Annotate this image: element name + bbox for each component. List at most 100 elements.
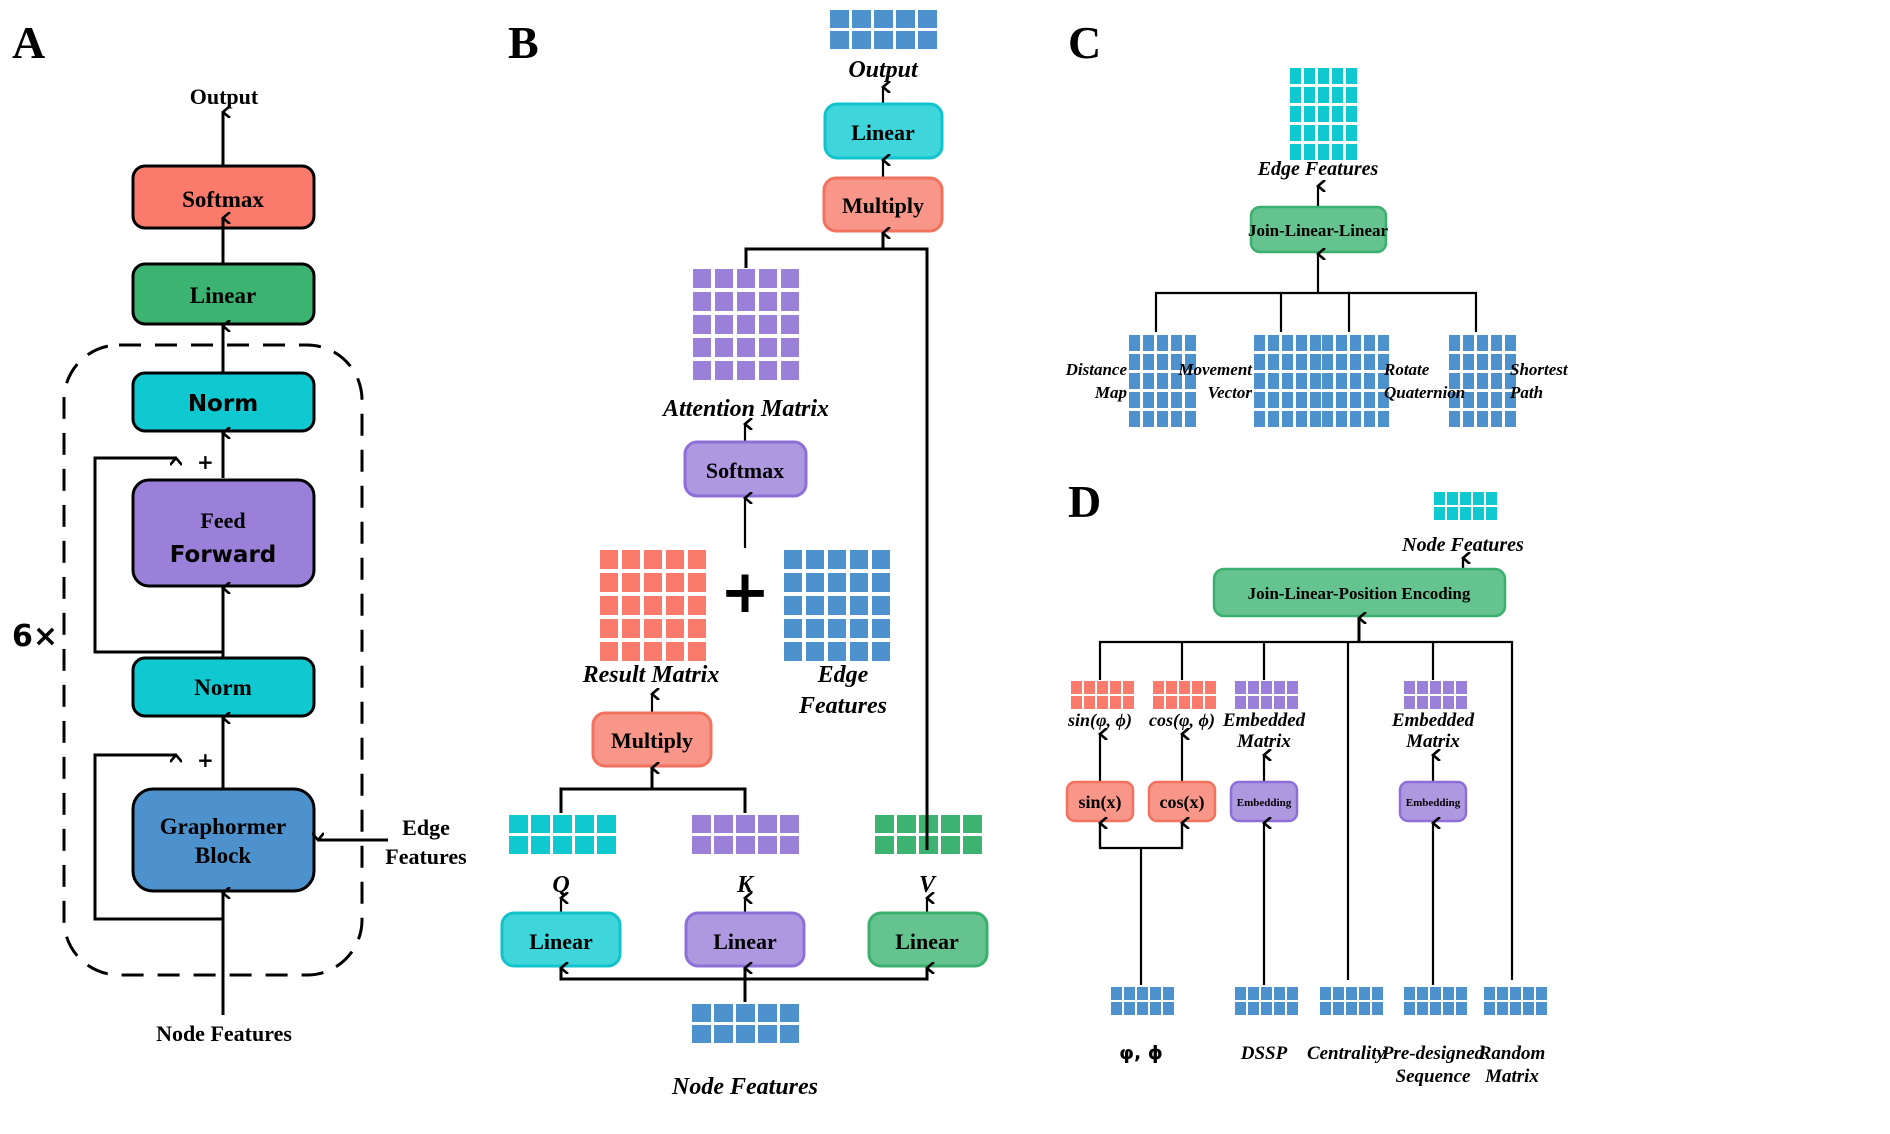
matrix-cell (1505, 411, 1516, 427)
matrix-cell (1304, 106, 1315, 122)
matrix-cell (1287, 987, 1298, 1000)
matrix-cell (1171, 335, 1182, 351)
d-wire-bus (1098, 640, 1514, 980)
matrix-cell (736, 1025, 755, 1043)
matrix-cell (759, 338, 777, 357)
matrix-cell (688, 596, 706, 615)
matrix-cell (1304, 87, 1315, 103)
matrix-cell (1304, 68, 1315, 84)
matrix-cell (1364, 335, 1375, 351)
matrix-cell (1477, 411, 1488, 427)
matrix-cell (1254, 335, 1265, 351)
matrix-cell (1171, 354, 1182, 370)
matrix-cell (1359, 987, 1370, 1000)
matrix-cell (1497, 1002, 1508, 1015)
d-wire-phi-split (1098, 823, 1184, 850)
panel-letter-b: B (508, 17, 539, 68)
matrix-cell (1129, 392, 1140, 408)
matrix-cell (1185, 354, 1196, 370)
matrix-cell (1430, 1002, 1441, 1015)
d-emb2-line2: Matrix (1405, 731, 1460, 752)
matrix-cell (1296, 354, 1307, 370)
matrix-cell (1318, 106, 1329, 122)
matrix-cell (1449, 392, 1460, 408)
matrix-cell (780, 1004, 799, 1022)
matrix-cell (896, 10, 915, 28)
matrix-cell (1163, 1002, 1174, 1015)
matrix-cell (715, 292, 733, 311)
matrix-cell (1346, 1002, 1357, 1015)
matrix-cell (1282, 392, 1293, 408)
b-attention-matrix (693, 269, 799, 380)
matrix-cell (1248, 1002, 1259, 1015)
d-phi-matrix (1111, 987, 1174, 1015)
matrix-cell (1463, 411, 1474, 427)
matrix-cell (1282, 354, 1293, 370)
matrix-cell (531, 815, 550, 833)
matrix-cell (1333, 1002, 1344, 1015)
d-cos-matrix (1153, 681, 1216, 709)
matrix-cell (688, 550, 706, 569)
matrix-cell (644, 573, 662, 592)
panel-a: A Output Softmax Linear 6× Norm + Feed F… (12, 17, 467, 1046)
d-cos-out-label: cos(φ, ϕ) (1149, 710, 1215, 731)
c-input-2-line1: Movement (1177, 360, 1253, 379)
b-node-matrix (692, 1004, 799, 1043)
matrix-cell (1463, 354, 1474, 370)
matrix-cell (1523, 987, 1534, 1000)
matrix-cell (693, 315, 711, 334)
matrix-cell (1287, 681, 1298, 694)
matrix-cell (1205, 681, 1216, 694)
matrix-cell (1404, 681, 1415, 694)
matrix-cell (1404, 696, 1415, 709)
b-result-matrix (600, 550, 706, 661)
b-wire-qk (559, 787, 747, 813)
matrix-cell (622, 642, 640, 661)
matrix-cell (1463, 392, 1474, 408)
matrix-cell (1287, 696, 1298, 709)
matrix-cell (1505, 373, 1516, 389)
matrix-cell (600, 619, 618, 638)
a-edge-line1: Edge (402, 815, 450, 840)
matrix-cell (1477, 373, 1488, 389)
a-ff-line1: Feed (200, 508, 245, 533)
c-edge-features-label: Edge Features (1257, 158, 1379, 180)
matrix-cell (1268, 354, 1279, 370)
matrix-cell (1463, 373, 1474, 389)
matrix-cell (1235, 696, 1246, 709)
matrix-cell (1143, 373, 1154, 389)
matrix-cell (1350, 411, 1361, 427)
matrix-cell (1153, 696, 1164, 709)
matrix-cell (1523, 1002, 1534, 1015)
matrix-cell (666, 573, 684, 592)
matrix-cell (1268, 335, 1279, 351)
matrix-cell (806, 619, 824, 638)
matrix-cell (1404, 1002, 1415, 1015)
matrix-cell (1166, 681, 1177, 694)
matrix-cell (780, 1025, 799, 1043)
matrix-cell (1364, 373, 1375, 389)
matrix-cell (737, 338, 755, 357)
matrix-cell (1332, 68, 1343, 84)
matrix-cell (1318, 87, 1329, 103)
matrix-cell (553, 815, 572, 833)
matrix-cell (1417, 1002, 1428, 1015)
matrix-cell (1310, 354, 1321, 370)
matrix-cell (666, 596, 684, 615)
d-emb1-line2: Matrix (1236, 731, 1291, 752)
matrix-cell (1129, 411, 1140, 427)
c-wire-bus (1154, 291, 1478, 332)
matrix-cell (1477, 392, 1488, 408)
a-plus-bottom: + (197, 748, 214, 772)
matrix-cell (781, 269, 799, 288)
matrix-cell (1179, 696, 1190, 709)
matrix-cell (1320, 1002, 1331, 1015)
matrix-cell (830, 10, 849, 28)
matrix-cell (1456, 681, 1467, 694)
matrix-cell (1346, 68, 1357, 84)
matrix-cell (896, 31, 915, 49)
panel-d: D Node Features Join-Linear-Position Enc… (1065, 476, 1547, 1087)
matrix-cell (1185, 411, 1196, 427)
matrix-cell (1129, 335, 1140, 351)
matrix-cell (758, 1004, 777, 1022)
